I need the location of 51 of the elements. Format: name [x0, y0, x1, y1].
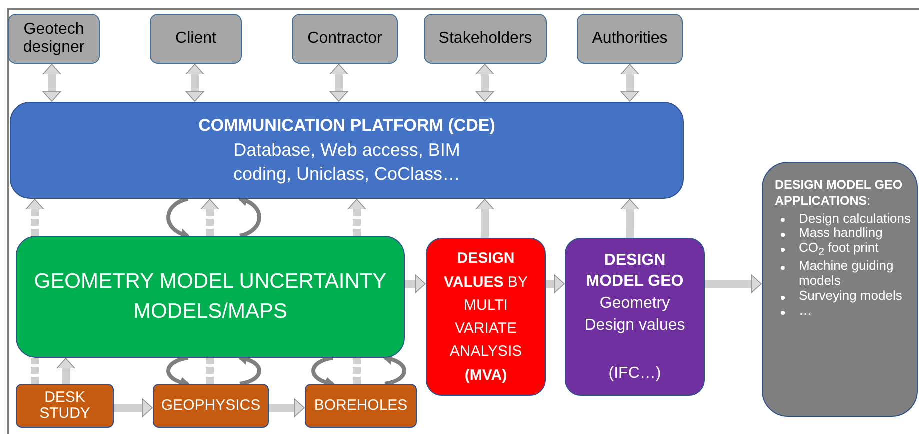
- block-arrow: [405, 274, 426, 294]
- box-text: Geometry Design values: [584, 294, 686, 336]
- list-item: Surveying models: [799, 288, 902, 304]
- list-item: CO$_{2}$ foot print: [799, 240, 879, 256]
- box-text: (IFC…): [608, 364, 662, 384]
- block-arrow: [269, 398, 305, 418]
- box-heading: DESIGN MODEL GEO APPLICATIONS:: [775, 177, 904, 210]
- block-arrow: [620, 199, 640, 238]
- analysis-box: [426, 238, 546, 396]
- block-arrow: [348, 199, 366, 236]
- list-item: …: [799, 303, 812, 318]
- block-arrow: [476, 199, 494, 238]
- design-model-box: [565, 238, 705, 396]
- model-box: [16, 236, 405, 358]
- stakeholder-box: [150, 14, 242, 64]
- box-text: Geotech designer: [22, 21, 86, 57]
- list-item: Mass handling: [799, 225, 883, 240]
- box-heading: COMMUNICATION PLATFORM (CDE): [198, 114, 496, 137]
- block-arrow: [620, 64, 640, 102]
- box-text: Contractor: [306, 30, 384, 48]
- data-source-box: [305, 384, 417, 428]
- box-text: Authorities: [591, 30, 669, 48]
- block-arrow: [42, 64, 62, 102]
- data-source-box: [16, 384, 114, 428]
- data-source-box: [153, 384, 269, 428]
- block-arrow: [476, 64, 494, 102]
- box-text: DESIGN VALUES BY MULTI VARIATE ANALYSIS (MVA): [443, 249, 529, 386]
- stakeholder-box: [424, 14, 547, 64]
- box-text: Client: [174, 30, 218, 48]
- block-arrow: [26, 199, 44, 236]
- block-arrow: [56, 358, 76, 384]
- list-item: Machine guiding models: [799, 258, 894, 288]
- box-text: DESK STUDY: [38, 390, 92, 422]
- block-arrow: [705, 274, 762, 294]
- box-text: Stakeholders: [438, 30, 534, 48]
- list-item: Design calculations: [799, 210, 912, 226]
- block-arrow: [186, 64, 204, 102]
- platform-box: [10, 102, 684, 199]
- box-text: GEOPHYSICS: [160, 398, 262, 414]
- stakeholder-box: [8, 14, 100, 64]
- stakeholder-box: [577, 14, 683, 64]
- block-arrow: [546, 274, 565, 294]
- block-arrow: [330, 64, 348, 102]
- box-text: GEOMETRY MODEL UNCERTAINTY MODELS/MAPS: [33, 268, 388, 325]
- box-text: BOREHOLES: [313, 398, 409, 414]
- box-text: Database, Web access, BIM coding, Uniclass, CoClass…: [232, 138, 462, 186]
- applications-box: [762, 162, 918, 417]
- block-arrow: [114, 398, 153, 418]
- stakeholder-box: [292, 14, 398, 64]
- box-heading: DESIGN MODEL GEO: [585, 251, 685, 292]
- block-arrow: [200, 199, 220, 236]
